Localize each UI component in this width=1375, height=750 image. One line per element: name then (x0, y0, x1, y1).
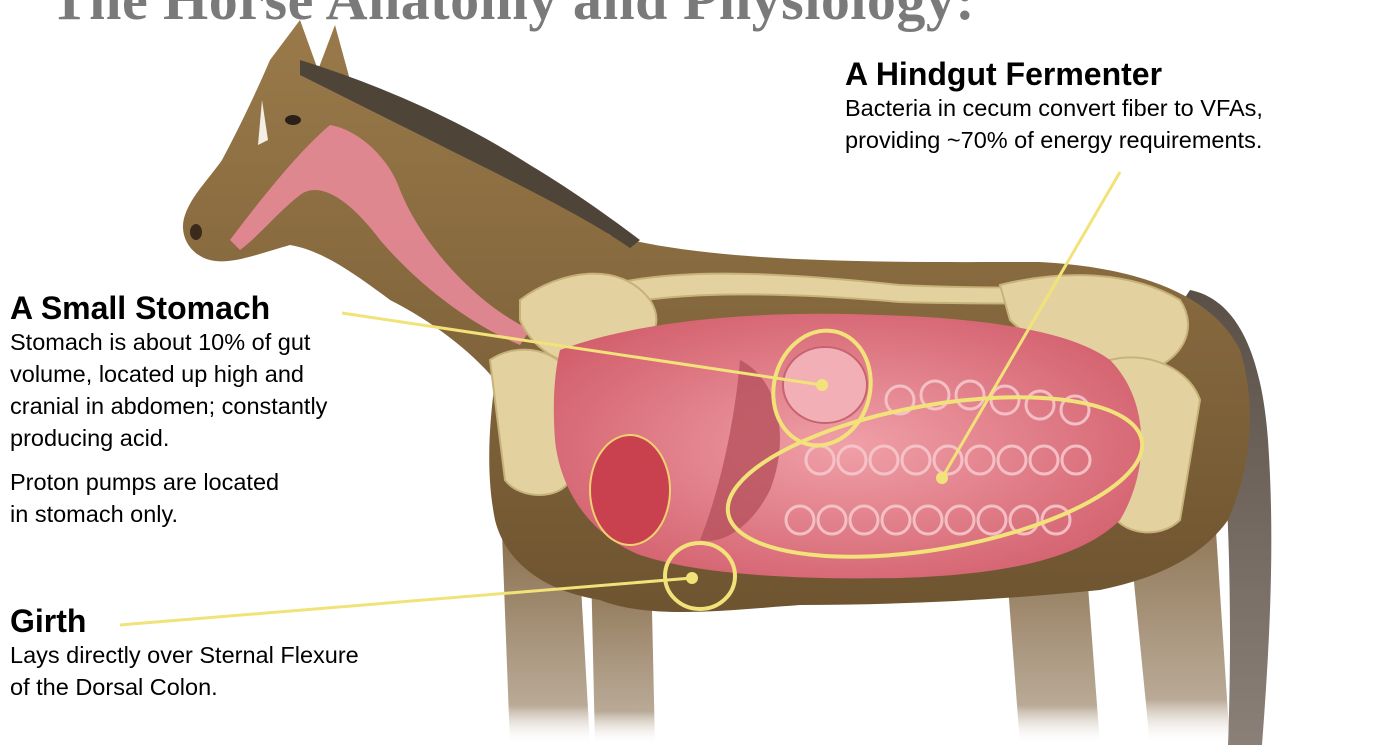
callout-girth: Girth Lays directly over Sternal Flexure… (10, 603, 470, 703)
callout-line: producing acid. (10, 422, 430, 454)
callout-hindgut: A Hindgut Fermenter Bacteria in cecum co… (845, 56, 1375, 156)
callout-note-line: in stomach only. (10, 498, 430, 530)
callout-line: Bacteria in cecum convert fiber to VFAs, (845, 92, 1375, 124)
callout-heading: A Hindgut Fermenter (845, 56, 1375, 92)
callout-stomach: A Small Stomach Stomach is about 10% of … (10, 290, 430, 530)
callout-line: cranial in abdomen; constantly (10, 390, 430, 422)
heart-organ (590, 435, 670, 545)
callout-heading: A Small Stomach (10, 290, 430, 326)
callout-note-line: Proton pumps are located (10, 466, 430, 498)
callout-line: providing ~70% of energy requirements. (845, 124, 1375, 156)
callout-line: of the Dorsal Colon. (10, 671, 470, 703)
callout-line: volume, located up high and (10, 358, 430, 390)
horse-nostril (190, 224, 202, 240)
horse-eye (285, 115, 301, 125)
callout-line: Lays directly over Sternal Flexure (10, 639, 470, 671)
callout-line: Stomach is about 10% of gut (10, 326, 430, 358)
callout-heading: Girth (10, 603, 470, 639)
